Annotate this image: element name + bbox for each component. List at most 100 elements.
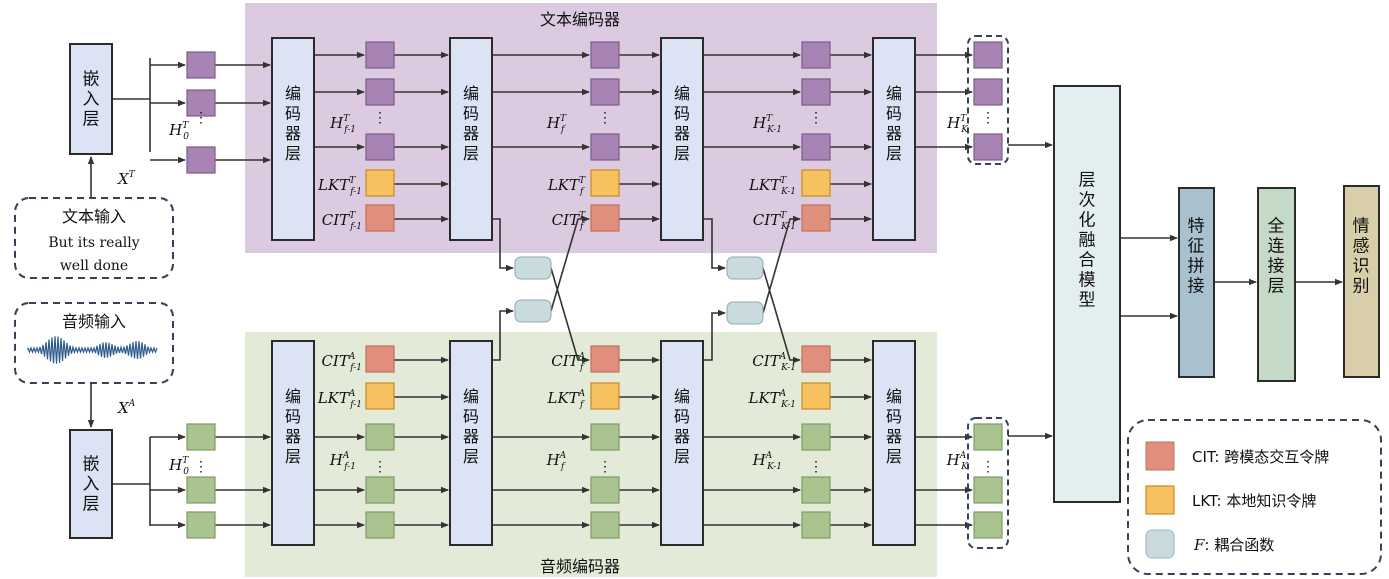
x-audio-symbol: XA — [117, 399, 136, 417]
coupling-out-to-text-1 — [550, 215, 590, 312]
text-output-token — [973, 41, 1003, 69]
audio-encoder-layer-4 — [872, 340, 916, 546]
text-h0-token — [186, 89, 216, 117]
text-encoder-layer-2 — [449, 37, 493, 241]
text-hidden-token — [801, 41, 831, 69]
audio-hidden-token — [590, 511, 620, 539]
audio-hidden-token — [801, 423, 831, 451]
audio-ellipsis: ⋮ — [981, 459, 995, 475]
coupling-function-box — [514, 299, 552, 323]
fully-connected-block — [1257, 187, 1296, 382]
audio-h0-token — [186, 423, 216, 451]
text-h0-token — [186, 146, 216, 174]
text-encoder-layer-4-label: 编码器层 — [886, 84, 902, 163]
text-hidden-token — [801, 78, 831, 106]
text-output-token — [973, 78, 1003, 106]
audio-input-box — [14, 302, 174, 384]
audio-ellipsis: ⋮ — [373, 459, 387, 475]
audio-embedding-layer — [69, 429, 113, 539]
text-lkt-token — [801, 169, 831, 197]
text-hidden-token — [590, 78, 620, 106]
audio-encoder-layer-3-label: 编码器层 — [674, 387, 690, 466]
tokens — [186, 41, 1003, 539]
audio-cit-token — [365, 345, 395, 373]
audio-encoder-layer-2-label: 编码器层 — [463, 387, 479, 466]
audio-embedding-label: 嵌入层 — [83, 455, 100, 515]
coupling-function-box — [514, 256, 552, 280]
audio-hidden-token — [365, 476, 395, 504]
x-text-symbol: XT — [117, 170, 136, 188]
coupling-function-box — [726, 256, 764, 280]
audio-cit-token — [801, 345, 831, 373]
audio-output-token — [973, 511, 1003, 539]
text-embedding-layer — [69, 43, 113, 155]
coupling-out-to-text-2 — [762, 215, 801, 314]
text-cit-token — [365, 204, 395, 232]
text-input-title: 文本输入 — [62, 207, 126, 226]
legend-lkt-text: LKT: 本地知识令牌 — [1192, 492, 1316, 510]
coupling-out-to-audio-2 — [762, 267, 801, 364]
text-input-box — [14, 197, 174, 279]
text-ellipsis: ⋮ — [809, 110, 823, 126]
coupling-function-box — [726, 301, 764, 325]
audio-encoder-layer-1 — [271, 340, 315, 546]
text-encoder-layer-2-label: 编码器层 — [463, 84, 479, 163]
audio-ellipsis: ⋮ — [598, 459, 612, 475]
text-cit-token — [801, 204, 831, 232]
text-embedding-label: 嵌入层 — [83, 70, 100, 130]
legend-coupling-swatch — [1145, 529, 1175, 559]
text-hidden-token — [801, 133, 831, 161]
text-encoder-layer-1-label: 编码器层 — [285, 84, 301, 163]
text-hidden-token — [590, 41, 620, 69]
legend-box — [1127, 419, 1382, 575]
audio-encoder-layer-1-label: 编码器层 — [285, 387, 301, 466]
text-output-token — [973, 133, 1003, 161]
audio-embed-fanout — [112, 437, 151, 526]
text-hidden-token — [365, 78, 395, 106]
audio-h0-token — [186, 511, 216, 539]
text-hidden-token — [590, 133, 620, 161]
text-encoder-layer-3-label: 编码器层 — [674, 84, 690, 163]
text-ellipsis: ⋮ — [373, 110, 387, 126]
legend-cit-text: CIT: 跨模态交互令牌 — [1192, 448, 1329, 466]
emotion-recognition-block — [1343, 185, 1380, 378]
audio-ellipsis: ⋮ — [809, 459, 823, 475]
audio-lkt-token — [365, 382, 395, 410]
text-encoder-layer-3 — [660, 37, 704, 241]
audio-ellipsis: ⋮ — [194, 459, 208, 475]
audio-h0-token — [186, 476, 216, 504]
audio-input-title: 音频输入 — [62, 312, 126, 331]
audio-lkt-token — [590, 382, 620, 410]
coupling-in-text-1 — [492, 218, 514, 272]
text-ellipsis: ⋮ — [598, 110, 612, 126]
text-ellipsis: ⋮ — [981, 110, 995, 126]
text-ellipsis: ⋮ — [194, 110, 208, 126]
emotion-recognition-label: 情感识别 — [1353, 217, 1370, 297]
audio-encoder-layer-4-label: 编码器层 — [886, 387, 902, 466]
text-input-line1: But its really — [48, 235, 139, 251]
coupling-out-to-audio-1 — [550, 267, 590, 364]
text-hidden-token — [365, 41, 395, 69]
audio-hidden-token — [801, 476, 831, 504]
audio-hidden-token — [590, 476, 620, 504]
fully-connected-label: 全连接层 — [1268, 217, 1285, 297]
legend-cit-swatch — [1145, 441, 1175, 471]
audio-encoder-layer-2 — [449, 340, 493, 546]
audio-output-token — [973, 476, 1003, 504]
audio-hidden-token — [801, 511, 831, 539]
